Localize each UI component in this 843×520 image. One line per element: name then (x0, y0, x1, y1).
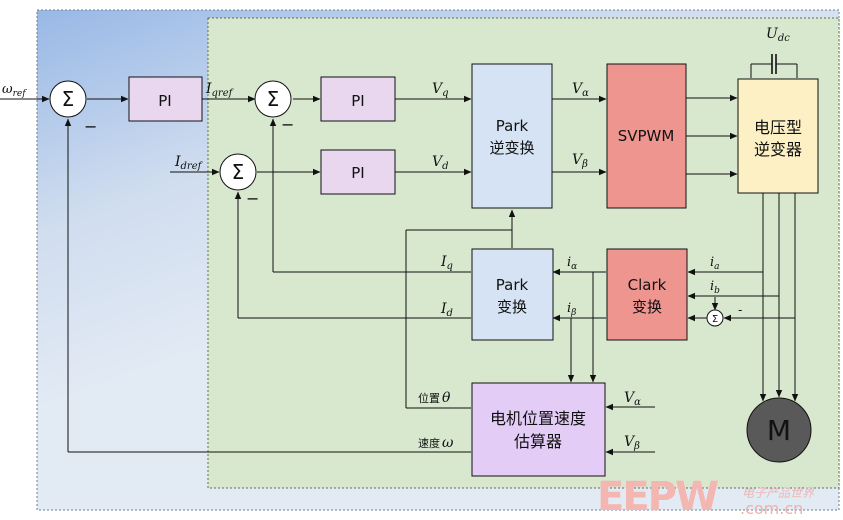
inverter-block: 电压型 逆变器 (737, 78, 819, 194)
watermark-logo: EEPW (597, 474, 718, 520)
iq-ref-label: Iqref (205, 81, 235, 99)
motor: M (746, 397, 812, 463)
pi-speed-block: PI (128, 76, 203, 122)
park-inverse-label-1: Park (496, 117, 529, 135)
connections (0, 54, 799, 456)
sum-symbol: Σ (267, 87, 280, 111)
minus-sign-current: - (738, 303, 742, 317)
estimator-label-1: 电机位置速度 (490, 409, 586, 428)
pi-q-label: PI (351, 92, 364, 110)
inverter-label-2: 逆变器 (754, 140, 802, 159)
vd-label: Vd (432, 154, 449, 172)
i-beta-label: iβ (567, 301, 576, 318)
watermark-domain: .com.cn (740, 499, 803, 518)
park-label-2: 变换 (497, 298, 527, 316)
motor-label: M (767, 414, 791, 447)
estimator-block: 电机位置速度 估算器 (471, 382, 606, 477)
sum-junction-iq: Σ (254, 80, 292, 118)
pi-d-label: PI (351, 164, 364, 182)
park-block: Park 变换 (471, 248, 554, 341)
estimator-label-2: 估算器 (514, 432, 562, 451)
sum-junction-current: Σ (706, 309, 724, 327)
park-label-1: Park (496, 276, 529, 294)
sum-symbol: Σ (232, 160, 245, 184)
sum-junction-id: Σ (219, 153, 257, 191)
ib-label: ib (710, 279, 720, 296)
udc-label: Udc (766, 26, 790, 44)
svpwm-label: SVPWM (618, 127, 675, 145)
svpwm-block: SVPWM (606, 63, 687, 209)
pi-d-block: PI (320, 149, 396, 195)
clark-label-2: 变换 (632, 298, 662, 316)
pi-speed-label: PI (158, 92, 171, 110)
v-beta-label: Vβ (572, 152, 588, 170)
i-alpha-label: iα (567, 255, 577, 272)
clark-label-1: Clark (628, 276, 667, 294)
ia-label: ia (710, 255, 720, 272)
watermark-chinese: 电子产品世界 (742, 486, 815, 500)
id-ref-label: Idref (174, 154, 204, 172)
minus-sign-iq: − (281, 115, 294, 134)
iq-label: Iq (440, 254, 453, 272)
minus-sign-speed: − (84, 117, 97, 136)
sum-symbol: Σ (62, 87, 75, 111)
inverter-label-1: 电压型 (754, 118, 802, 137)
vq-label: Vq (432, 81, 449, 99)
park-inverse-block: Park 逆变换 (471, 63, 553, 209)
sum-symbol: Σ (712, 314, 718, 325)
v-alpha-est-label: Vα (624, 390, 641, 408)
eepw-watermark: EEPW 电子产品世界 .com.cn (597, 474, 815, 520)
id-label: Id (440, 301, 453, 319)
minus-sign-id: − (246, 189, 259, 208)
park-inverse-label-2: 逆变换 (489, 139, 534, 157)
v-alpha-label: Vα (572, 81, 589, 99)
clark-block: Clark 变换 (606, 248, 688, 341)
v-beta-est-label: Vβ (624, 434, 640, 452)
sum-junction-speed: Σ (49, 80, 87, 118)
pi-q-block: PI (320, 76, 396, 122)
omega-ref-label: ωref (2, 82, 27, 99)
